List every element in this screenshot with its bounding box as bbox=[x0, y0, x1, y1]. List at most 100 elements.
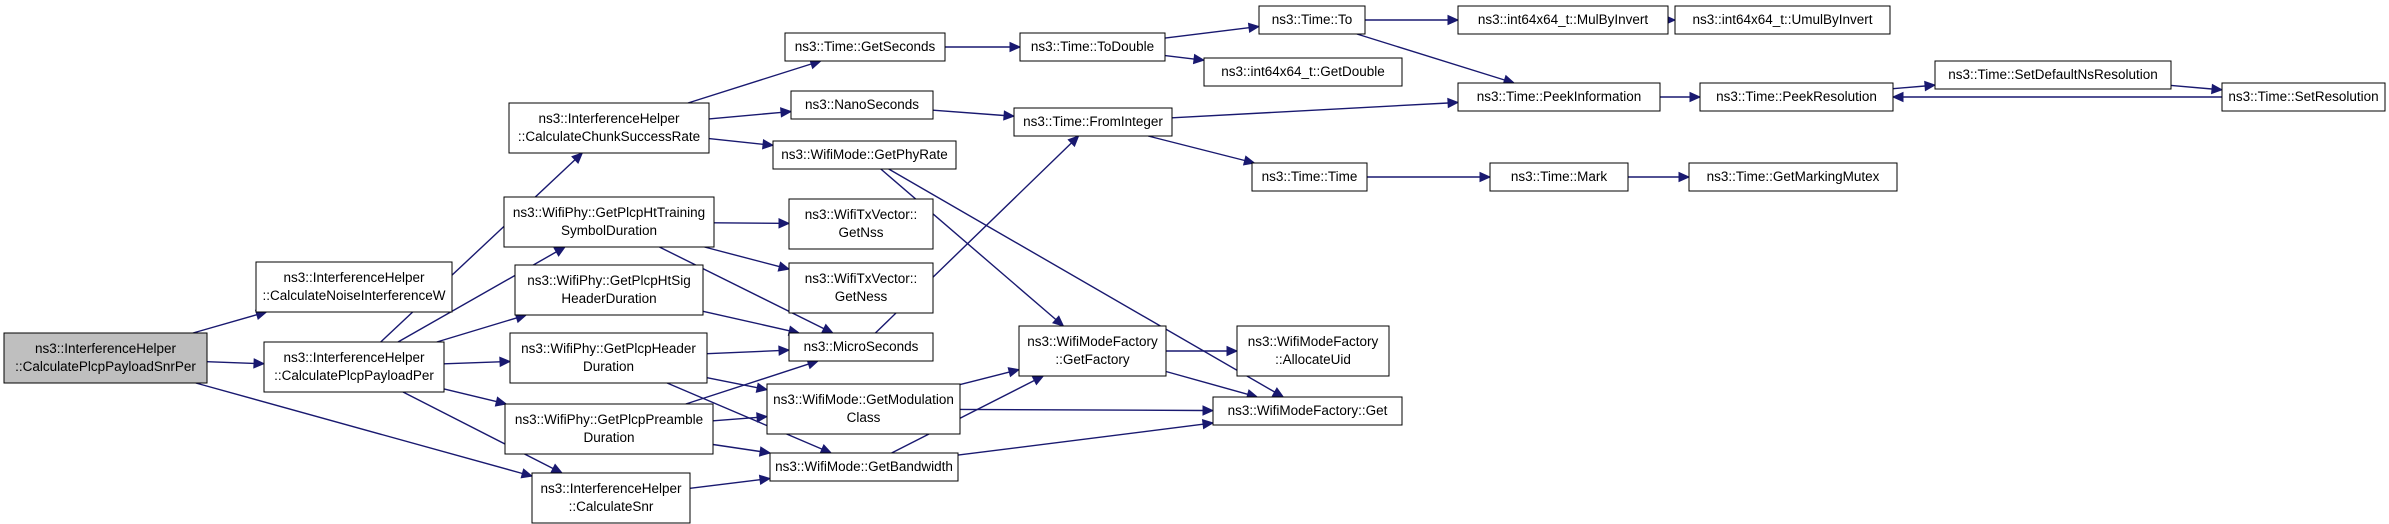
node-label: ns3::MicroSeconds bbox=[804, 339, 919, 354]
node-label: ns3::Time::Mark bbox=[1511, 169, 1608, 184]
node-setRes[interactable]: ns3::Time::SetResolution bbox=[2221, 82, 2386, 112]
node-box[interactable] bbox=[255, 261, 453, 313]
node-getNss[interactable]: ns3::WifiTxVector::GetNss bbox=[788, 198, 934, 250]
edge-line bbox=[957, 423, 1204, 456]
node-label: ::CalculatePlcpPayloadPer bbox=[274, 368, 434, 383]
node-payloadPer[interactable]: ns3::InterferenceHelper::CalculatePlcpPa… bbox=[263, 341, 445, 393]
node-box[interactable] bbox=[788, 262, 934, 314]
node-box[interactable] bbox=[1699, 82, 1894, 112]
edge-timeMark-to-getMutex bbox=[1628, 171, 1691, 183]
node-box[interactable] bbox=[766, 383, 961, 435]
node-snr[interactable]: ns3::InterferenceHelper::CalculateSnr bbox=[531, 472, 691, 524]
node-box[interactable] bbox=[788, 198, 934, 250]
edge-arrowhead bbox=[1689, 91, 1702, 103]
node-label: Duration bbox=[583, 359, 634, 374]
node-box[interactable] bbox=[1674, 5, 1891, 35]
edge-arrowhead bbox=[2211, 83, 2224, 95]
node-box[interactable] bbox=[1212, 396, 1403, 426]
node-getSeconds[interactable]: ns3::Time::GetSeconds bbox=[784, 32, 946, 62]
node-box[interactable] bbox=[772, 140, 957, 170]
node-getNess[interactable]: ns3::WifiTxVector::GetNess bbox=[788, 262, 934, 314]
node-box[interactable] bbox=[1019, 32, 1166, 62]
node-box[interactable] bbox=[531, 472, 691, 524]
edge-peekRes-to-setDefaultNs bbox=[1892, 80, 1937, 92]
edge-snr-to-getBandwidth bbox=[689, 474, 772, 489]
node-box[interactable] bbox=[263, 341, 445, 393]
node-box[interactable] bbox=[1013, 107, 1173, 137]
edge-line bbox=[932, 109, 1005, 117]
node-box[interactable] bbox=[1457, 5, 1669, 35]
node-mulByInvert[interactable]: ns3::int64x64_t::MulByInvert bbox=[1457, 5, 1669, 35]
node-box[interactable] bbox=[1489, 162, 1629, 192]
node-box[interactable] bbox=[1203, 57, 1403, 87]
node-peekRes[interactable]: ns3::Time::PeekResolution bbox=[1699, 82, 1894, 112]
node-box[interactable] bbox=[514, 264, 704, 316]
node-label: ns3::Time::GetSeconds bbox=[795, 39, 936, 54]
edge-arrowhead bbox=[777, 261, 791, 272]
node-setDefaultNs[interactable]: ns3::Time::SetDefaultNsResolution bbox=[1934, 60, 2172, 90]
node-box[interactable] bbox=[2221, 82, 2386, 112]
edge-line bbox=[1892, 85, 1926, 90]
node-box[interactable] bbox=[1457, 82, 1661, 112]
node-box[interactable] bbox=[509, 332, 708, 384]
edge-toDouble-to-timeTo bbox=[1164, 22, 1261, 39]
node-peekInfo[interactable]: ns3::Time::PeekInformation bbox=[1457, 82, 1661, 112]
node-microSeconds[interactable]: ns3::MicroSeconds bbox=[788, 332, 934, 362]
edge-payloadPer-to-header bbox=[443, 356, 512, 368]
node-getBandwidth[interactable]: ns3::WifiMode::GetBandwidth bbox=[769, 452, 959, 482]
node-box[interactable] bbox=[504, 403, 714, 455]
node-box[interactable] bbox=[1258, 5, 1366, 35]
edge-line bbox=[713, 222, 780, 224]
node-timeMark[interactable]: ns3::Time::Mark bbox=[1489, 162, 1629, 192]
node-getMutex[interactable]: ns3::Time::GetMarkingMutex bbox=[1688, 162, 1898, 192]
node-getPhyRate[interactable]: ns3::WifiMode::GetPhyRate bbox=[772, 140, 957, 170]
node-chunk[interactable]: ns3::InterferenceHelper::CalculateChunkS… bbox=[508, 102, 710, 154]
edge-arrowhead bbox=[1924, 80, 1937, 92]
edge-arrowhead bbox=[520, 468, 534, 479]
node-box[interactable] bbox=[788, 332, 934, 362]
node-root[interactable]: ns3::InterferenceHelper::CalculatePlcpPa… bbox=[3, 332, 208, 384]
edge-line bbox=[689, 479, 761, 489]
node-box[interactable] bbox=[769, 452, 959, 482]
node-timeTo[interactable]: ns3::Time::To bbox=[1258, 5, 1366, 35]
node-box[interactable] bbox=[784, 32, 946, 62]
node-allocateUid[interactable]: ns3::WifiModeFactory::AllocateUid bbox=[1236, 325, 1390, 377]
edge-line bbox=[436, 317, 517, 343]
edge-arrowhead bbox=[1226, 345, 1239, 357]
node-getFactory[interactable]: ns3::WifiModeFactory::GetFactory bbox=[1018, 325, 1167, 377]
node-box[interactable] bbox=[1688, 162, 1898, 192]
edge-line bbox=[880, 168, 1057, 321]
node-timeTime[interactable]: ns3::Time::Time bbox=[1251, 162, 1368, 192]
node-box[interactable] bbox=[503, 196, 715, 248]
node-label: ns3::WifiModeFactory bbox=[1248, 334, 1379, 349]
node-noiseW[interactable]: ns3::InterferenceHelper::CalculateNoiseI… bbox=[255, 261, 453, 313]
edge-arrowhead bbox=[1891, 91, 1904, 103]
edge-getFactory-to-allocateUid bbox=[1166, 345, 1239, 357]
node-box[interactable] bbox=[1018, 325, 1167, 377]
edge-line bbox=[706, 349, 780, 355]
node-box[interactable] bbox=[508, 102, 710, 154]
node-umulByInvert[interactable]: ns3::int64x64_t::UmulByInvert bbox=[1674, 5, 1891, 35]
node-fromInteger[interactable]: ns3::Time::FromInteger bbox=[1013, 107, 1173, 137]
node-box[interactable] bbox=[790, 90, 934, 120]
edge-root-to-payloadPer bbox=[206, 358, 266, 369]
node-nanoSeconds[interactable]: ns3::NanoSeconds bbox=[790, 90, 934, 120]
node-box[interactable] bbox=[1934, 60, 2172, 90]
edge-timeTo-to-mulByInvert bbox=[1365, 14, 1460, 26]
node-box[interactable] bbox=[1251, 162, 1368, 192]
node-factoryGet[interactable]: ns3::WifiModeFactory::Get bbox=[1212, 396, 1403, 426]
node-label: ns3::Time::SetResolution bbox=[2228, 89, 2378, 104]
node-box[interactable] bbox=[1236, 325, 1390, 377]
node-label: ::CalculatePlcpPayloadSnrPer bbox=[15, 359, 196, 374]
node-htTraining[interactable]: ns3::WifiPhy::GetPlcpHtTrainingSymbolDur… bbox=[503, 196, 715, 248]
node-box[interactable] bbox=[3, 332, 208, 384]
node-toDouble[interactable]: ns3::Time::ToDouble bbox=[1019, 32, 1166, 62]
node-getDouble[interactable]: ns3::int64x64_t::GetDouble bbox=[1203, 57, 1403, 87]
edge-arrowhead bbox=[1202, 405, 1215, 416]
edge-line bbox=[891, 379, 1035, 454]
